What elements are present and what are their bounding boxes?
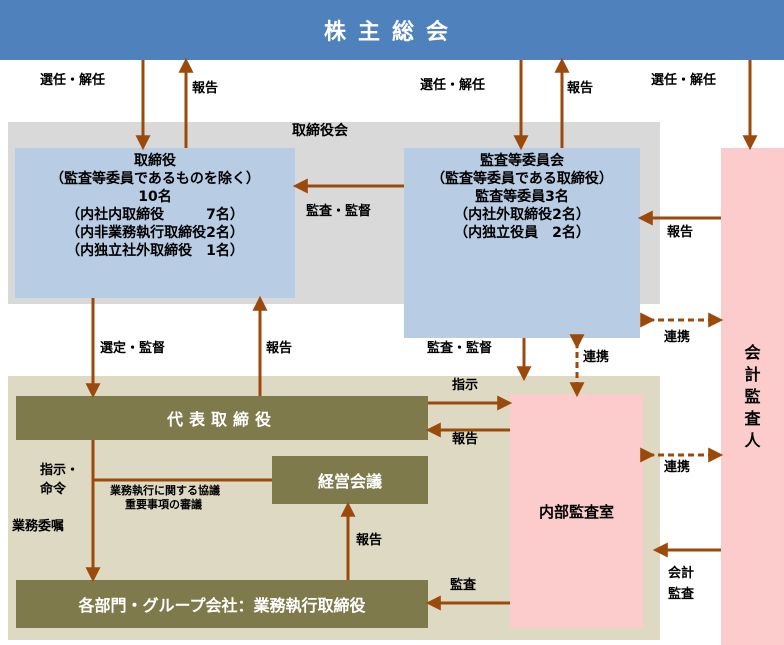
label-deliberation-2: 重要事項の審議 bbox=[125, 498, 202, 511]
accounting-auditor-char-3: 監 bbox=[744, 386, 761, 406]
accounting-auditor-char-2: 計 bbox=[744, 364, 761, 384]
audit-committee-line-4: （内社外取締役2名） bbox=[454, 207, 590, 223]
label-audit: 監査 bbox=[450, 578, 477, 593]
label-accounting-audit-1: 会計 bbox=[668, 566, 695, 581]
label-audit-supervise-1: 監査・監督 bbox=[306, 204, 372, 219]
audit-committee-line-3: 監査等委員3名 bbox=[475, 189, 569, 205]
label-instruct-order-1: 指示・ bbox=[40, 463, 80, 478]
management-meeting-label: 経営会議 bbox=[317, 472, 382, 491]
directors-line-2: （監査等委員であるものを除く） bbox=[50, 171, 260, 187]
directors-line-3: 10名 bbox=[138, 189, 172, 205]
directors-line-5: （内非業務執行取締役2名） bbox=[66, 225, 244, 241]
label-instruct-order-2: 命令 bbox=[40, 482, 67, 497]
accounting-auditor-box: 会 計 監 査 人 bbox=[721, 148, 784, 645]
label-report-6: 報告 bbox=[356, 533, 383, 548]
accounting-auditor-char-1: 会 bbox=[744, 342, 761, 362]
directors-box: 取締役 （監査等委員であるものを除く） 10名 （内社内取締役 7名） （内非業… bbox=[15, 148, 295, 298]
label-report-3: 報告 bbox=[667, 225, 694, 240]
label-collab-2: 連携 bbox=[583, 350, 610, 365]
departments-label: 各部門・グループ会社：業務執行取締役 bbox=[78, 596, 366, 615]
label-deliberation-1: 業務執行に関する協議 bbox=[110, 484, 220, 497]
shareholders-meeting-title: 株主総会 bbox=[323, 20, 460, 45]
management-meeting-box: 経営会議 bbox=[272, 456, 428, 504]
representative-director-box: 代表取締役 bbox=[16, 396, 428, 440]
label-report-4: 報告 bbox=[266, 341, 293, 356]
audit-committee-line-5: （内独立役員 2名） bbox=[454, 225, 590, 241]
label-elect-dismiss-2: 選任・解任 bbox=[420, 78, 486, 93]
label-report-5: 報告 bbox=[452, 432, 479, 447]
label-instruct: 指示 bbox=[452, 378, 479, 393]
audit-committee-line-1: 監査等委員会 bbox=[480, 153, 564, 169]
audit-committee-box: 監査等委員会 （監査等委員である取締役） 監査等委員3名 （内社外取締役2名） … bbox=[404, 148, 640, 338]
label-collab-1: 連携 bbox=[664, 330, 691, 345]
internal-audit-box: 内部監査室 bbox=[510, 394, 643, 628]
label-business-commission: 業務委嘱 bbox=[12, 519, 65, 534]
accounting-auditor-char-4: 査 bbox=[744, 408, 761, 428]
board-of-directors-label: 取締役会 bbox=[292, 123, 348, 139]
directors-line-1: 取締役 bbox=[134, 153, 176, 169]
directors-line-6: （内独立社外取締役 1名） bbox=[66, 243, 244, 259]
directors-line-4: （内社内取締役 7名） bbox=[66, 207, 244, 223]
label-elect-dismiss-3: 選任・解任 bbox=[651, 73, 717, 88]
label-elect-dismiss-1: 選任・解任 bbox=[40, 73, 106, 88]
accounting-auditor-char-5: 人 bbox=[744, 430, 761, 450]
label-audit-supervise-2: 監査・監督 bbox=[427, 341, 493, 356]
internal-audit-label: 内部監査室 bbox=[538, 502, 614, 521]
audit-committee-line-2: （監査等委員である取締役） bbox=[431, 171, 613, 187]
label-collab-3: 連携 bbox=[664, 460, 691, 475]
label-report-2: 報告 bbox=[567, 81, 594, 96]
label-accounting-audit-2: 監査 bbox=[668, 587, 695, 602]
shareholders-meeting-bar: 株主総会 bbox=[0, 0, 784, 60]
label-report-1: 報告 bbox=[192, 81, 219, 96]
departments-box: 各部門・グループ会社：業務執行取締役 bbox=[16, 580, 428, 628]
label-select-supervise: 選定・監督 bbox=[100, 341, 166, 356]
representative-director-label: 代表取締役 bbox=[166, 410, 277, 429]
